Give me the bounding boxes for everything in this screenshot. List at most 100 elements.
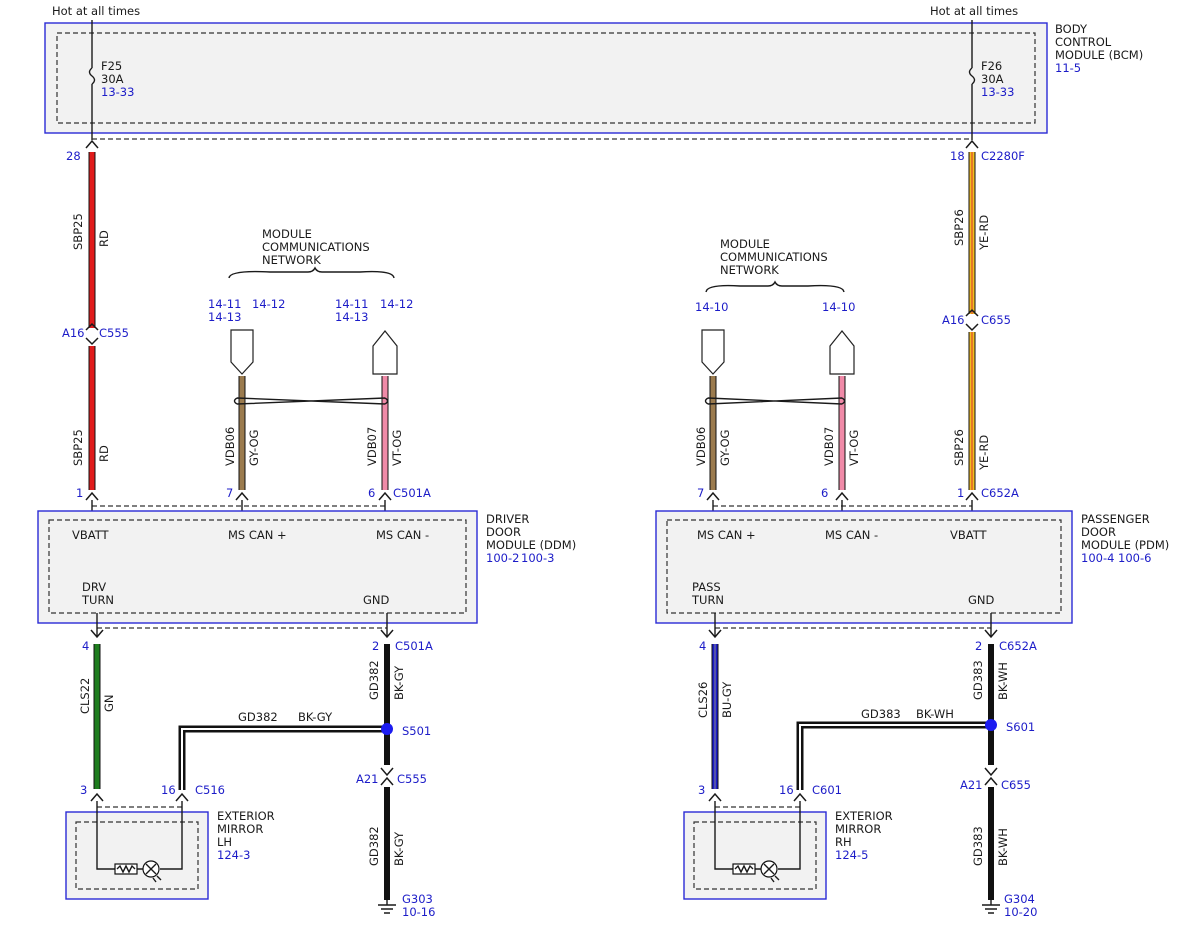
mirror-lh-inner-outline xyxy=(75,821,199,890)
mcn-left-line2: COMMUNICATIONS xyxy=(262,240,370,254)
mirror-rh-line2: MIRROR xyxy=(835,822,881,836)
wire-label-vdb07-right: VDB07 xyxy=(822,427,836,466)
bcm-title-line2: CONTROL xyxy=(1055,35,1112,49)
mcn-right-line1: MODULE xyxy=(720,237,770,251)
ground-g303: G303 xyxy=(402,892,433,906)
wire-label-gd382-lower: GD382 xyxy=(367,826,381,866)
pdm-gnd: GND xyxy=(968,593,995,607)
mirror-lh-box xyxy=(65,811,209,900)
bcm-module-box xyxy=(44,22,1048,134)
bcm-title-line3: MODULE (BCM) xyxy=(1055,48,1143,62)
connector-chevron-mirror-rh-3 xyxy=(708,792,722,802)
mcn-right-plus-connector-icon xyxy=(701,329,725,375)
ground-g303-icon xyxy=(378,900,396,914)
pdm-module-box xyxy=(655,510,1073,624)
mirror-lh-ref: 124-3 xyxy=(217,848,250,862)
ground-g304-ref: 10-20 xyxy=(1004,905,1037,919)
pin-a21-right: A21 xyxy=(960,778,983,792)
wire-color-rd-upper: RD xyxy=(97,230,111,247)
ddm-title-line1: DRIVER xyxy=(486,512,529,526)
mirror-lh-line1: EXTERIOR xyxy=(217,809,275,823)
wire-color-yerd-upper: YE-RD xyxy=(977,215,991,251)
mirror-rh-line1: EXTERIOR xyxy=(835,809,893,823)
ground-g303-ref: 10-16 xyxy=(402,905,435,919)
mirror-lh-lamp-rays-icon xyxy=(145,863,162,883)
mcn-right-line2: COMMUNICATIONS xyxy=(720,250,828,264)
ddm-inner-outline xyxy=(48,519,467,614)
connector-chevron-pdm2 xyxy=(984,629,998,639)
fuse-f26-ref: 13-33 xyxy=(981,85,1014,99)
splice-label-s601: S601 xyxy=(1006,720,1035,734)
mirror-rh-lamp-rays-icon xyxy=(763,863,780,883)
pin-mirror-rh-16: 16 xyxy=(779,783,794,797)
mcn-left-line3: NETWORK xyxy=(262,253,321,267)
mcn-left-line1: MODULE xyxy=(262,227,312,241)
connector-c501a-top: C501A xyxy=(393,486,431,500)
pdm-vbatt: VBATT xyxy=(950,528,988,542)
mcn-left-brace xyxy=(228,266,395,279)
mirror-rh-resistor-icon xyxy=(734,864,754,874)
connector-chevron-mirror-lh-3 xyxy=(90,792,104,802)
ground-g304: G304 xyxy=(1004,892,1035,906)
pdm-mscan-plus: MS CAN + xyxy=(697,528,756,542)
wire-color-gn: GN xyxy=(102,694,116,712)
connector-chevron-pdm1 xyxy=(965,491,979,501)
connector-c555-bottom: C555 xyxy=(397,772,427,786)
wire-color-bkwh-lower: BK-WH xyxy=(996,828,1010,866)
bcm-title-line1: BODY xyxy=(1055,22,1088,36)
pdm-mscan-minus: MS CAN - xyxy=(825,528,878,542)
connector-chevron-bcm18 xyxy=(965,139,979,149)
connector-c655-bottom: C655 xyxy=(1001,778,1031,792)
mirror-lh-line3: LH xyxy=(217,835,232,849)
wire-color-bkgy-branch: BK-GY xyxy=(298,710,333,724)
connector-c501a-bottom: C501A xyxy=(395,639,433,653)
wire-color-bkgy-upper: BK-GY xyxy=(392,665,406,700)
connector-chevron-pdm6 xyxy=(835,491,849,501)
connector-c516: C516 xyxy=(195,783,225,797)
connector-c555-left: C555 xyxy=(99,326,129,340)
ddm-module-box xyxy=(37,510,478,624)
twisted-pair-left-icon xyxy=(233,397,389,405)
mcn-left-ref-c2: 14-13 xyxy=(335,310,368,324)
wire-color-bkwh-upper: BK-WH xyxy=(996,662,1010,700)
connector-chevron-bcm28 xyxy=(85,139,99,149)
pin-a16-left: A16 xyxy=(62,326,85,340)
wire-gd382-branch-stripe xyxy=(181,728,387,790)
wire-label-gd383-lower: GD383 xyxy=(971,826,985,866)
fuse-f25-name: F25 xyxy=(101,59,122,73)
pdm-title-line1: PASSENGER xyxy=(1081,512,1150,526)
ddm-mscan-minus: MS CAN - xyxy=(376,528,429,542)
pin-a21-left: A21 xyxy=(356,772,379,786)
connector-chevron-mirror-lh-16 xyxy=(175,792,189,802)
bcm-inner-outline xyxy=(56,32,1036,124)
connector-chevron-pdm7 xyxy=(706,491,720,501)
mcn-right-brace xyxy=(705,280,845,293)
mcn-left-plus-connector-icon xyxy=(230,329,254,375)
splice-label-s501: S501 xyxy=(402,724,431,738)
connector-c601: C601 xyxy=(812,783,842,797)
mcn-left-ref-d: 14-12 xyxy=(380,297,413,311)
wire-label-gd383-branch: GD383 xyxy=(861,707,901,721)
wire-label-cls26: CLS26 xyxy=(696,682,710,718)
mirror-rh-line3: RH xyxy=(835,835,852,849)
connector-chevron-c655-top xyxy=(965,308,979,317)
wire-label-sbp26-upper: SBP26 xyxy=(952,209,966,246)
mcn-right-ref-b: 14-10 xyxy=(822,300,855,314)
connector-chevron-c555-bot xyxy=(85,337,99,346)
wire-color-gyog-left: GY-OG xyxy=(247,430,261,466)
ddm-turn: TURN xyxy=(81,593,114,607)
pin-bcm-28: 28 xyxy=(66,149,81,163)
mirror-rh-ref: 124-5 xyxy=(835,848,868,862)
mirror-lh-circuit xyxy=(96,801,183,870)
pdm-title-line3: MODULE (PDM) xyxy=(1081,538,1169,552)
wire-color-rd-lower: RD xyxy=(97,445,111,462)
mcn-left-ref-c1: 14-11 xyxy=(335,297,368,311)
pin-mirror-lh-3: 3 xyxy=(80,783,87,797)
pin-ddm-6: 6 xyxy=(368,486,375,500)
pin-ddm-4: 4 xyxy=(82,639,89,653)
bcm-ref: 11-5 xyxy=(1055,61,1081,75)
wire-color-bkgy-lower: BK-GY xyxy=(392,831,406,866)
ddm-ref2: 100-3 xyxy=(521,551,554,565)
ddm-ref1: 100-2 xyxy=(486,551,519,565)
